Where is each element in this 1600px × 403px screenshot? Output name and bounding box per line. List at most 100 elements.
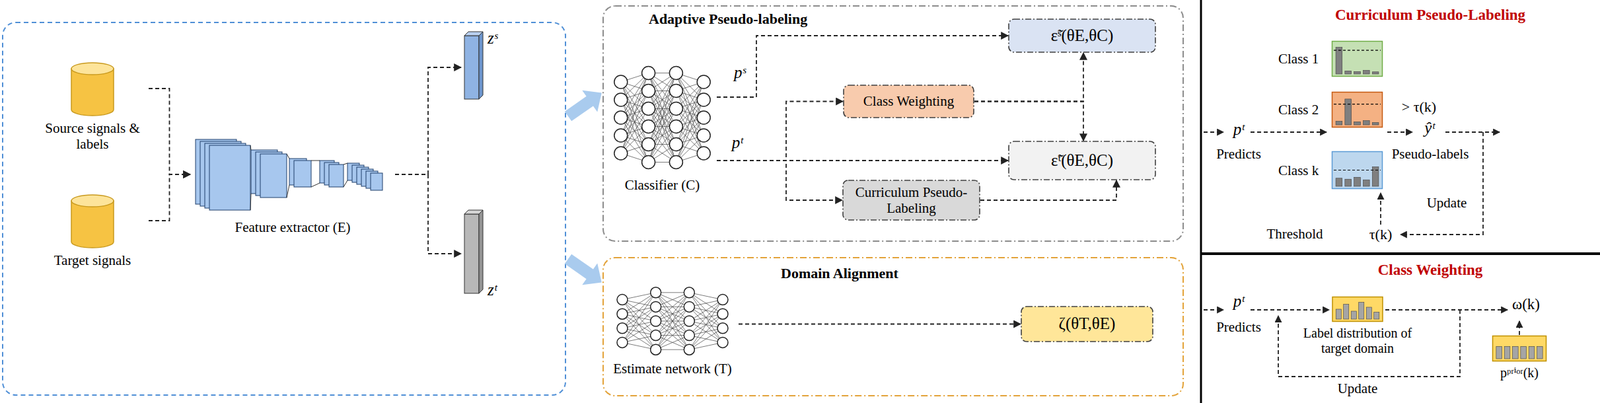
node-label: Class Weighting xyxy=(863,93,954,110)
neuron xyxy=(696,75,711,89)
neuron xyxy=(717,323,728,334)
loss-box: ε̃ᵗ(θE,θC) xyxy=(1008,140,1157,181)
leader-arrow xyxy=(1385,309,1508,311)
vector-bar-side xyxy=(478,31,483,100)
neuron xyxy=(617,336,628,348)
connector xyxy=(395,174,462,254)
chart-bar xyxy=(1343,304,1349,320)
chart-bar xyxy=(1504,346,1511,359)
connector xyxy=(974,101,1084,142)
neuron xyxy=(650,344,662,355)
node-label: Adaptive Pseudo-labeling xyxy=(648,10,808,28)
annotation-label: Update xyxy=(1327,381,1388,397)
estimate-network: Estimate network (T) xyxy=(606,284,739,392)
section-title: Class Weighting xyxy=(1288,261,1573,279)
connector xyxy=(148,88,191,175)
chart-bar xyxy=(1512,346,1519,359)
feature-map xyxy=(209,145,251,211)
neuron xyxy=(683,344,695,355)
connector xyxy=(980,180,1117,201)
chart-bar xyxy=(1345,99,1352,125)
neuron-link xyxy=(648,109,677,163)
chart-bar xyxy=(1372,72,1379,74)
neuron xyxy=(696,128,711,143)
chart-frame xyxy=(1492,336,1547,362)
neuron xyxy=(717,336,728,348)
vector-bar-side xyxy=(478,210,483,294)
class-chart: Class 1 xyxy=(1278,40,1384,77)
input-panel xyxy=(2,22,566,396)
threshold-line xyxy=(1333,103,1381,105)
box-border xyxy=(1008,141,1156,180)
node-label: zˢ xyxy=(487,29,498,49)
neuron xyxy=(696,93,711,107)
cylinder-body xyxy=(71,68,114,116)
annotation-label: Pseudo-labels xyxy=(1387,146,1474,162)
target-data: Target signals xyxy=(36,192,149,279)
node-shape xyxy=(190,132,396,255)
connector xyxy=(716,101,843,162)
annotation-label: τ(k) xyxy=(1364,226,1398,243)
node-label: Domain Alignment xyxy=(780,264,899,282)
node-label: Class 2 xyxy=(1278,101,1330,118)
node-label: zᵗ xyxy=(487,280,497,300)
annotation-label: pˢ xyxy=(726,63,754,82)
chart-frame xyxy=(1332,297,1383,322)
box-border xyxy=(1021,306,1153,342)
chart-bar xyxy=(1362,179,1370,187)
annotation-label: Threshold xyxy=(1258,226,1332,242)
neuron xyxy=(669,120,683,134)
layer-link xyxy=(311,160,320,187)
node-label: Curriculum Pseudo-Labeling xyxy=(850,184,973,217)
box-border xyxy=(842,180,980,220)
neuron-link xyxy=(689,292,723,314)
neuron xyxy=(642,120,656,134)
prior-chart: pᵖʳⁱᵒʳ(k) xyxy=(1486,335,1553,389)
mini-chart xyxy=(1332,41,1383,77)
feature-vector: zᵗ xyxy=(461,207,514,300)
node-label: Classifier (C) xyxy=(607,177,717,193)
chart-bar xyxy=(1335,47,1343,74)
feature-extractor: Feature extractor (E) xyxy=(190,132,396,255)
neuron xyxy=(614,93,628,107)
feature-map xyxy=(328,164,344,187)
panel-border xyxy=(603,5,1184,242)
neuron-link xyxy=(689,299,723,322)
neuron-link xyxy=(648,73,677,127)
chart-bar xyxy=(1362,70,1370,74)
neuron xyxy=(669,102,683,116)
divider-line xyxy=(1200,252,1600,255)
connector xyxy=(716,160,843,201)
chart-bar xyxy=(1537,346,1544,359)
annotation-label: ω(k) xyxy=(1508,295,1544,313)
panel-border xyxy=(603,257,1184,396)
annotation-label: Update xyxy=(1420,195,1474,211)
leader-arrow xyxy=(1250,309,1330,311)
mini-chart xyxy=(1492,336,1547,362)
neuron xyxy=(614,146,628,160)
leader-arrow xyxy=(1518,321,1521,335)
chart-bar xyxy=(1335,120,1343,125)
distribution-chart: Label distribution of target domain xyxy=(1298,296,1418,360)
node-shape xyxy=(1486,335,1553,389)
chart-bar xyxy=(1354,121,1361,125)
connector xyxy=(738,323,1021,326)
annotation-label: > τ(k) xyxy=(1385,99,1453,115)
neuron xyxy=(617,323,628,334)
neuron xyxy=(650,301,662,312)
vector-bar xyxy=(464,35,479,100)
node-label: ε̃ˢ(θE,θC) xyxy=(1051,26,1114,46)
layer-link xyxy=(286,153,290,198)
feature-map xyxy=(260,153,287,198)
neuron xyxy=(696,110,711,125)
connector xyxy=(395,67,462,175)
node-label: ζ(θT,θE) xyxy=(1058,314,1116,334)
module-panel: Domain AlignmentEstimate network (T) ζ(θT… xyxy=(602,256,1184,397)
box-border xyxy=(1008,19,1156,53)
neuron xyxy=(717,308,728,320)
neuron xyxy=(669,84,683,98)
neuron-link xyxy=(648,109,677,163)
chart-bar xyxy=(1496,346,1503,359)
feature-vector: zˢ xyxy=(461,29,514,106)
